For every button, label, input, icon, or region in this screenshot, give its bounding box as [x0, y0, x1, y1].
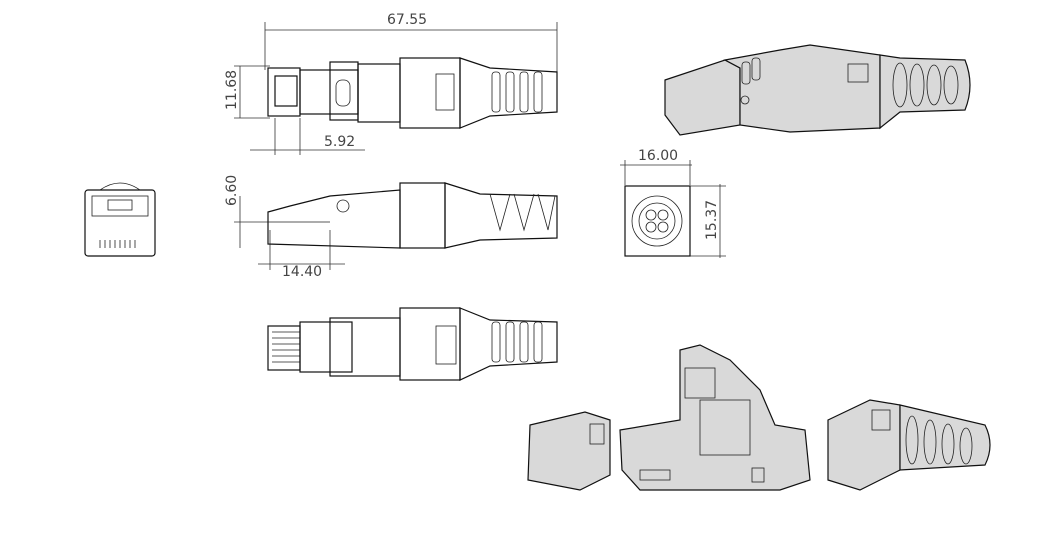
dim-plug-length: 14.40: [282, 264, 322, 280]
rear-view: 16.00 15.37: [620, 148, 726, 258]
dim-rear-width: 16.00: [638, 148, 678, 164]
side-view: 6.60 14.40: [224, 175, 558, 280]
dim-top-height: 11.68: [224, 70, 240, 110]
isometric-assembled-view: [664, 44, 971, 136]
dim-overall-length: 67.55: [387, 12, 427, 28]
dim-latch-offset: 5.92: [324, 134, 355, 150]
isometric-exploded-view: [527, 344, 991, 491]
dim-rear-height: 15.37: [704, 200, 720, 240]
front-view: [84, 182, 156, 257]
top-view: 67.55 11.68 5.92: [224, 12, 558, 155]
dim-side-height: 6.60: [224, 175, 240, 206]
bottom-view: [267, 307, 558, 381]
